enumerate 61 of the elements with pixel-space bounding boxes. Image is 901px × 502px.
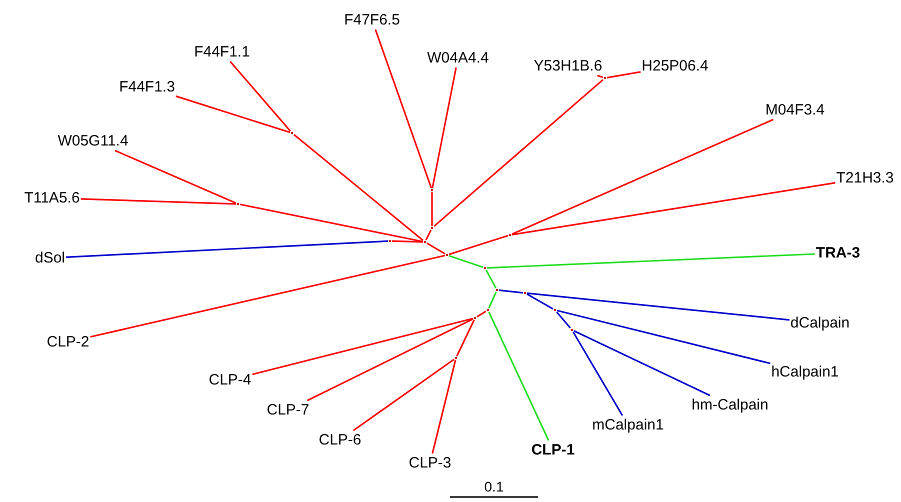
- tree-branch: [306, 318, 474, 402]
- tree-branch: [80, 198, 236, 205]
- tree-branch: [114, 150, 236, 204]
- tree-branch: [374, 29, 432, 188]
- taxon-label: dCalpain: [790, 314, 850, 332]
- taxon-label: CLP-6: [318, 432, 362, 448]
- taxon-label: T11A5.6: [24, 190, 80, 206]
- taxon-label: H25P06.4: [642, 58, 708, 74]
- tree-branch: [252, 318, 474, 376]
- taxon-label: M04F3.4: [765, 102, 825, 118]
- taxon-label: T21H3.3: [836, 170, 894, 186]
- taxon-label: Y53H1B.6: [534, 58, 602, 74]
- tree-branch: [66, 240, 388, 258]
- tree-branch: [486, 253, 815, 269]
- scale-label: 0.1: [484, 478, 504, 496]
- tree-branch: [448, 234, 508, 256]
- tree-branch: [485, 270, 497, 288]
- tree-branch: [240, 204, 424, 242]
- tree-branch: [498, 289, 524, 294]
- tree-branch: [526, 293, 554, 310]
- tree-branch: [488, 292, 497, 308]
- tree-branch: [431, 192, 433, 226]
- tree-branch: [476, 310, 486, 318]
- taxon-label: W05G11.4: [58, 132, 128, 150]
- tree-branch: [352, 358, 454, 432]
- tree-branch: [176, 95, 290, 134]
- tree-branch: [574, 330, 710, 396]
- taxon-label: hm-Calpain: [692, 396, 768, 414]
- tree-branch: [526, 292, 790, 321]
- taxon-label: hCalpain1: [771, 364, 839, 380]
- tree-branch: [432, 67, 457, 188]
- tree-branch: [556, 311, 571, 329]
- tree-branch: [606, 71, 641, 78]
- taxon-label: W04A4.4: [427, 50, 489, 66]
- taxon-label: CLP-3: [408, 454, 452, 472]
- tree-branch: [433, 79, 604, 227]
- tree-branch: [597, 74, 604, 78]
- tree-branch: [488, 312, 550, 441]
- taxon-label: F47F6.5: [344, 12, 400, 28]
- taxon-label: F44F1.3: [119, 78, 175, 96]
- taxon-label: CLP-2: [46, 334, 90, 350]
- tree-branch: [426, 242, 446, 254]
- tree-branch: [456, 320, 475, 356]
- taxon-label: CLP-4: [208, 372, 252, 388]
- tree-branch: [512, 118, 774, 235]
- tree-branch: [448, 254, 484, 268]
- taxon-label: CLP-1: [531, 442, 575, 458]
- tree-branch: [90, 254, 446, 338]
- taxon-label: CLP-7: [266, 402, 310, 418]
- tree-branch: [556, 310, 770, 364]
- tree-branch: [294, 134, 424, 242]
- tree-branch: [432, 360, 456, 454]
- tree-branch: [425, 230, 432, 240]
- tree-branch: [572, 332, 624, 416]
- tree-branch: [392, 240, 424, 243]
- taxon-label: dSol: [34, 250, 66, 266]
- taxon-label: F44F1.1: [194, 44, 250, 60]
- taxon-label: mCalpain1: [592, 416, 664, 434]
- tree-branch: [230, 60, 291, 132]
- tree-branch: [512, 182, 836, 236]
- taxon-label: TRA-3: [816, 244, 860, 262]
